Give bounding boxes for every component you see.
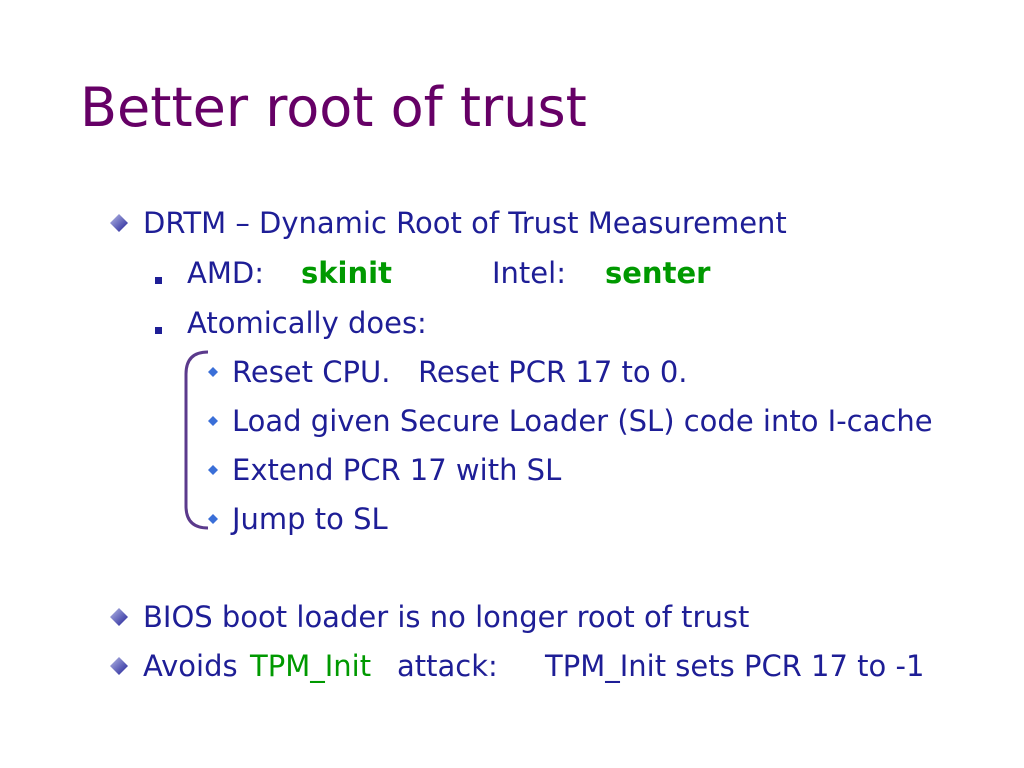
small-diamond-bullet-icon xyxy=(208,465,218,475)
step-text: Extend PCR 17 with SL xyxy=(232,453,562,487)
tpm-init-note: TPM_Init sets PCR 17 to -1 xyxy=(545,649,925,683)
square-bullet-icon xyxy=(155,277,162,284)
bullet-bios: BIOS boot loader is no longer root of tr… xyxy=(110,597,870,637)
bullet-drtm: DRTM – Dynamic Root of Trust Measurement xyxy=(110,203,870,243)
step-item-4: Jump to SL xyxy=(208,499,768,539)
small-diamond-bullet-icon xyxy=(208,367,218,377)
square-bullet-icon xyxy=(155,327,162,334)
step-item-2: Load given Secure Loader (SL) code into … xyxy=(208,401,1008,441)
bullet-avoids: Avoids TPM_Init attack: TPM_Init sets PC… xyxy=(110,646,990,686)
drtm-text: DRTM – Dynamic Root of Trust Measurement xyxy=(143,206,787,240)
step-text: Reset CPU. Reset PCR 17 to 0. xyxy=(232,355,688,389)
small-diamond-bullet-icon xyxy=(208,514,218,524)
amd-instruction: skinit xyxy=(301,256,392,290)
diamond-bullet-icon xyxy=(110,214,128,232)
step-item-1: Reset CPU. Reset PCR 17 to 0. xyxy=(208,352,768,392)
step-text: Jump to SL xyxy=(232,502,388,536)
grouping-brace xyxy=(184,350,209,530)
intel-instruction: senter xyxy=(605,256,711,290)
diamond-bullet-icon xyxy=(110,657,128,675)
small-diamond-bullet-icon xyxy=(208,416,218,426)
step-text: Load given Secure Loader (SL) code into … xyxy=(232,404,933,438)
bullet-atomically: Atomically does: xyxy=(155,303,555,343)
atomically-text: Atomically does: xyxy=(187,306,427,340)
amd-label: AMD: xyxy=(187,256,264,290)
slide-title: Better root of trust xyxy=(80,76,587,139)
avoids-text: Avoids xyxy=(143,649,238,683)
tpm-init-term: TPM_Init xyxy=(250,649,372,683)
bullet-amd-intel: AMD: skinit Intel: senter xyxy=(155,253,755,293)
intel-label: Intel: xyxy=(492,256,566,290)
step-item-3: Extend PCR 17 with SL xyxy=(208,450,768,490)
diamond-bullet-icon xyxy=(110,608,128,626)
bios-text: BIOS boot loader is no longer root of tr… xyxy=(143,600,750,634)
attack-text: attack: xyxy=(397,649,498,683)
